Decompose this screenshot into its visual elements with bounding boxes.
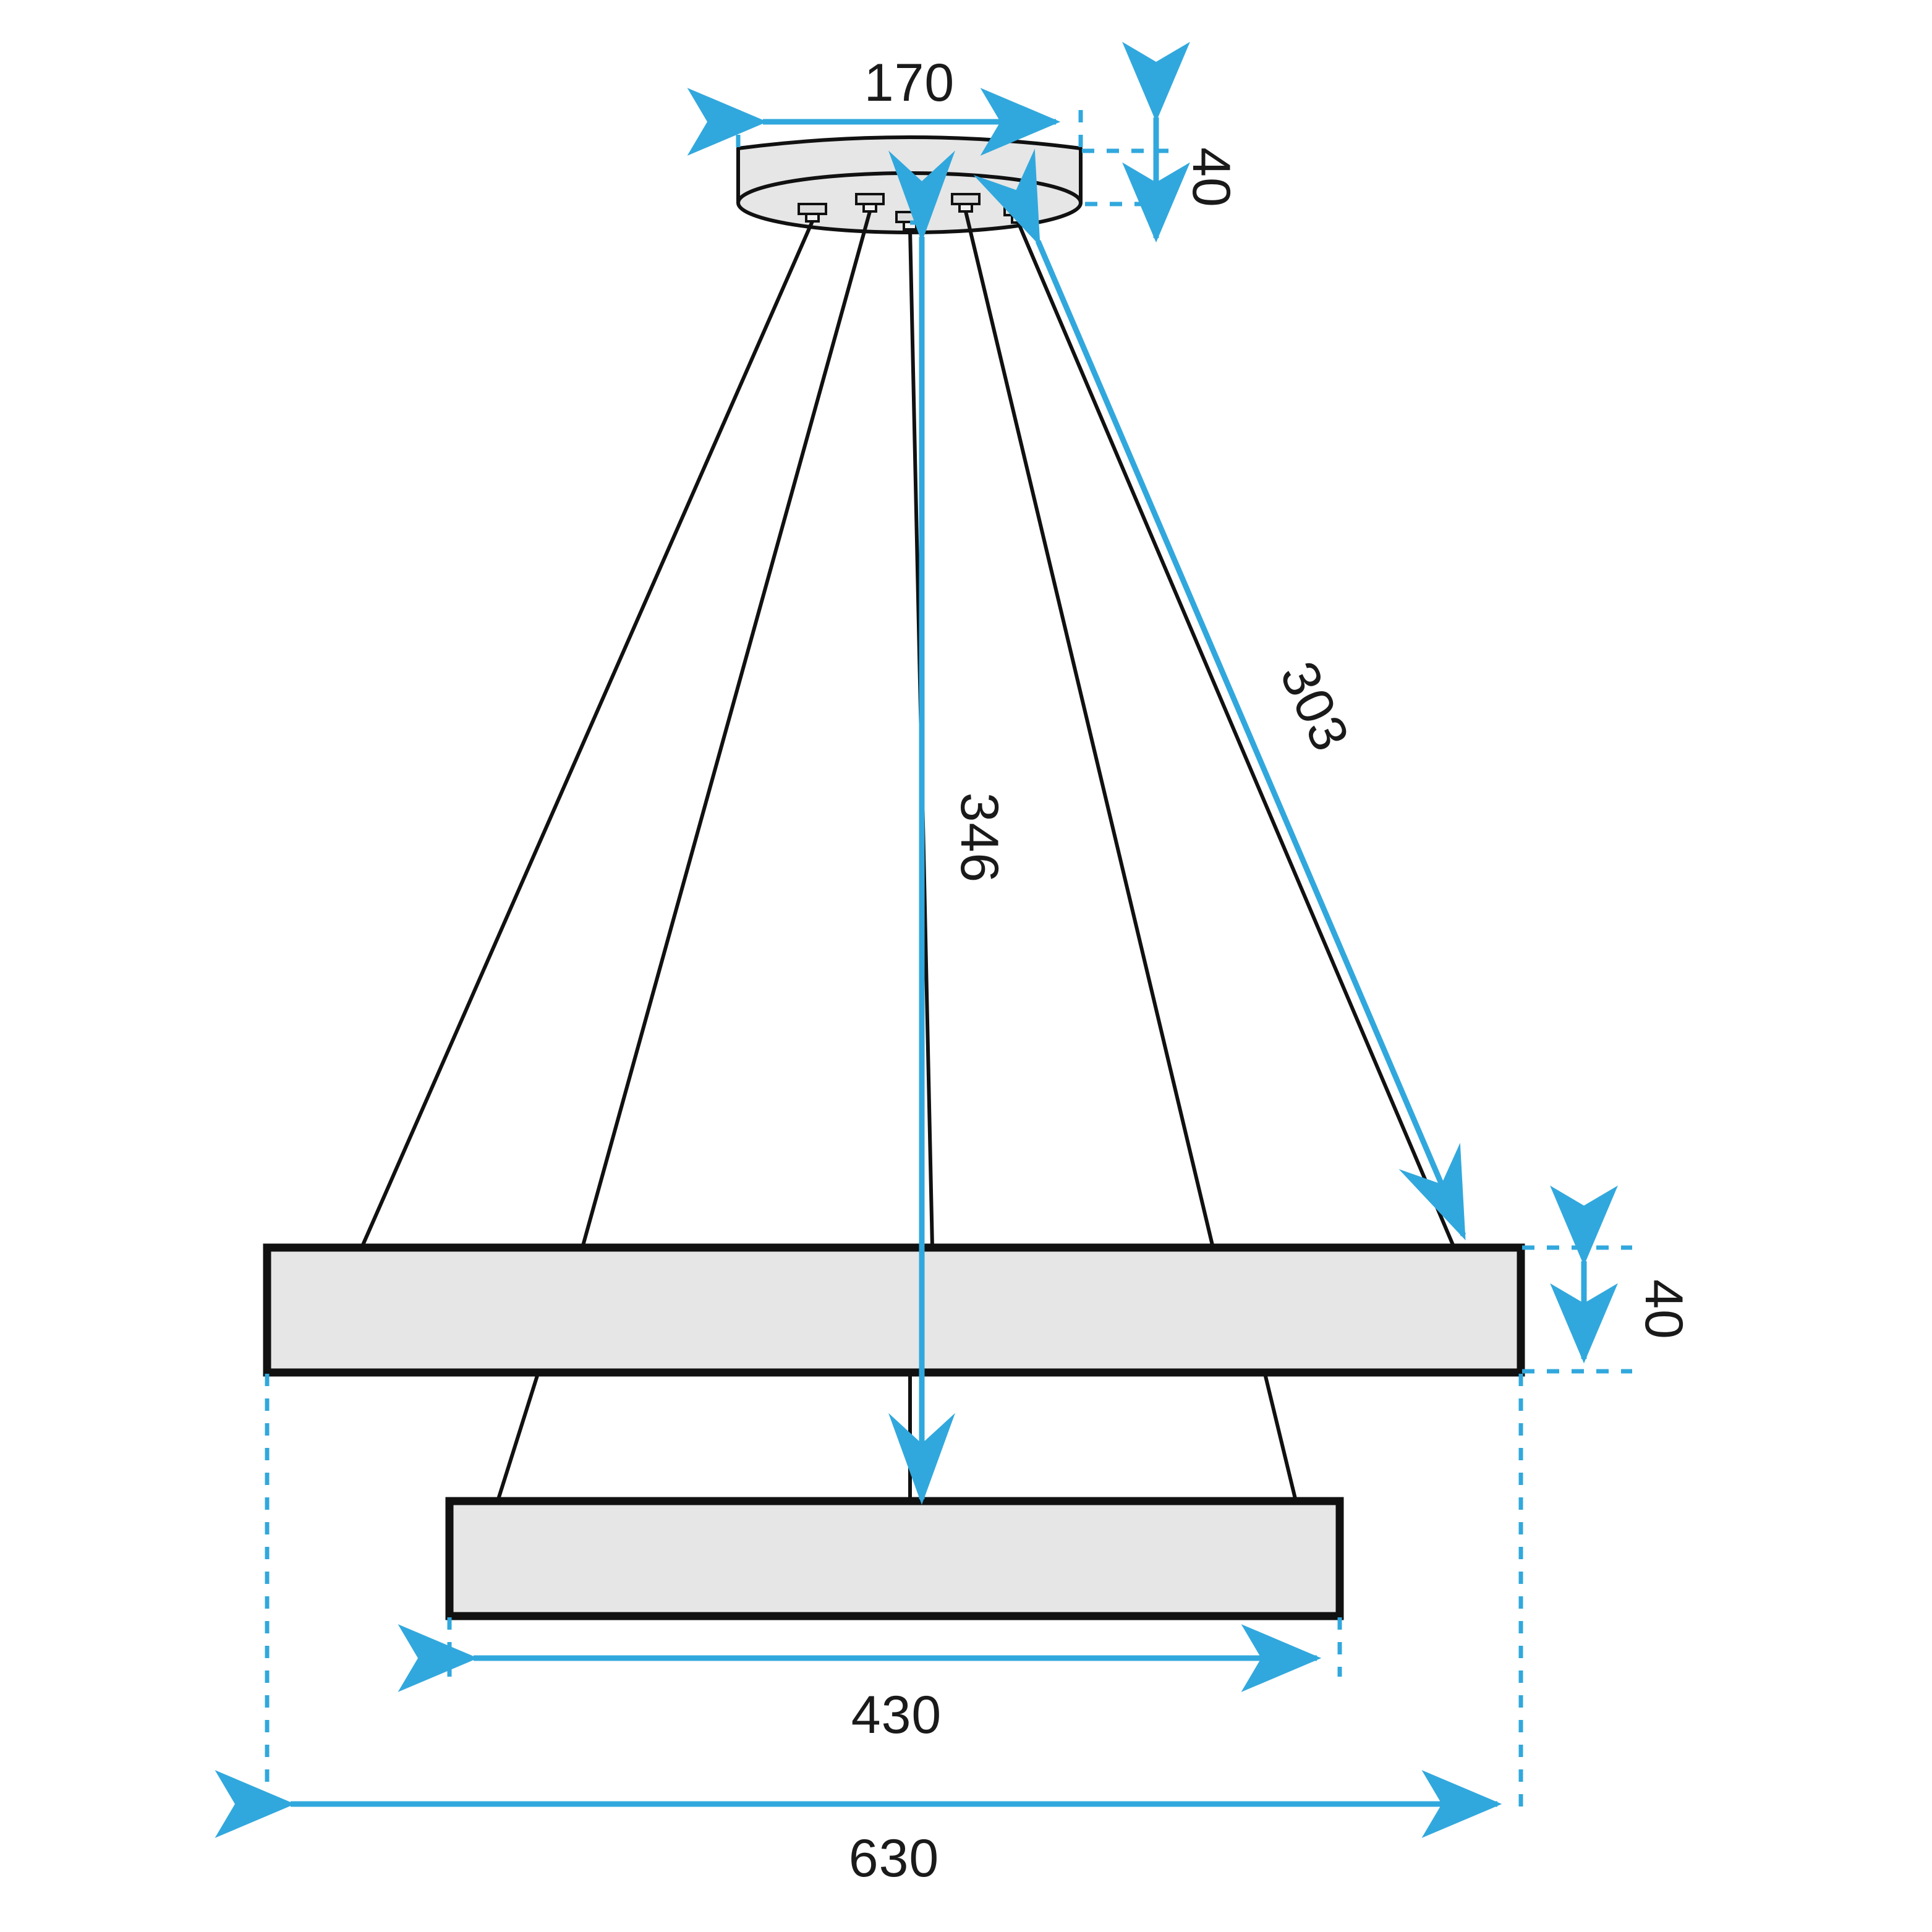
dimension-ring-profile-height: 40 <box>1522 1185 1693 1374</box>
dimension-label-303: 303 <box>1269 653 1361 760</box>
dimension-label-ring-40: 40 <box>1634 1279 1693 1340</box>
dimension-label-346: 346 <box>950 793 1009 883</box>
suspension-cables-upper <box>360 211 1456 1249</box>
dimension-lower-ring-width: 430 <box>398 1617 1342 1745</box>
dimension-annotations: 170 40 346 303 40 <box>215 41 1693 1888</box>
dimension-label-170: 170 <box>864 53 955 113</box>
suspension-cables-lower <box>496 1373 1298 1502</box>
dimension-line <box>973 148 1466 1241</box>
dimension-label-630: 630 <box>849 1829 940 1888</box>
suspension-cable <box>496 1373 540 1502</box>
dimension-canopy-height: 40 <box>1082 41 1241 243</box>
suspension-cable <box>360 220 814 1249</box>
lower-light-ring <box>445 1497 1344 1620</box>
canopy-top-edge <box>736 135 1083 150</box>
dimension-canopy-diameter: 170 <box>687 53 1083 156</box>
cable-gland-clip <box>855 193 885 213</box>
suspension-cable <box>1016 221 1456 1249</box>
dimension-label-430: 430 <box>851 1685 942 1745</box>
dimension-label-canopy-40: 40 <box>1181 147 1241 208</box>
lower-ring-profile <box>445 1497 1344 1620</box>
suspension-cable <box>1263 1373 1298 1502</box>
upper-light-ring <box>263 1243 1525 1377</box>
suspension-cable <box>581 211 872 1248</box>
dimension-upper-ring-width: 630 <box>215 1374 1523 1888</box>
lamp-geometry <box>263 135 1525 1620</box>
cable-gland-clip <box>798 203 827 223</box>
upper-ring-profile <box>263 1243 1525 1377</box>
